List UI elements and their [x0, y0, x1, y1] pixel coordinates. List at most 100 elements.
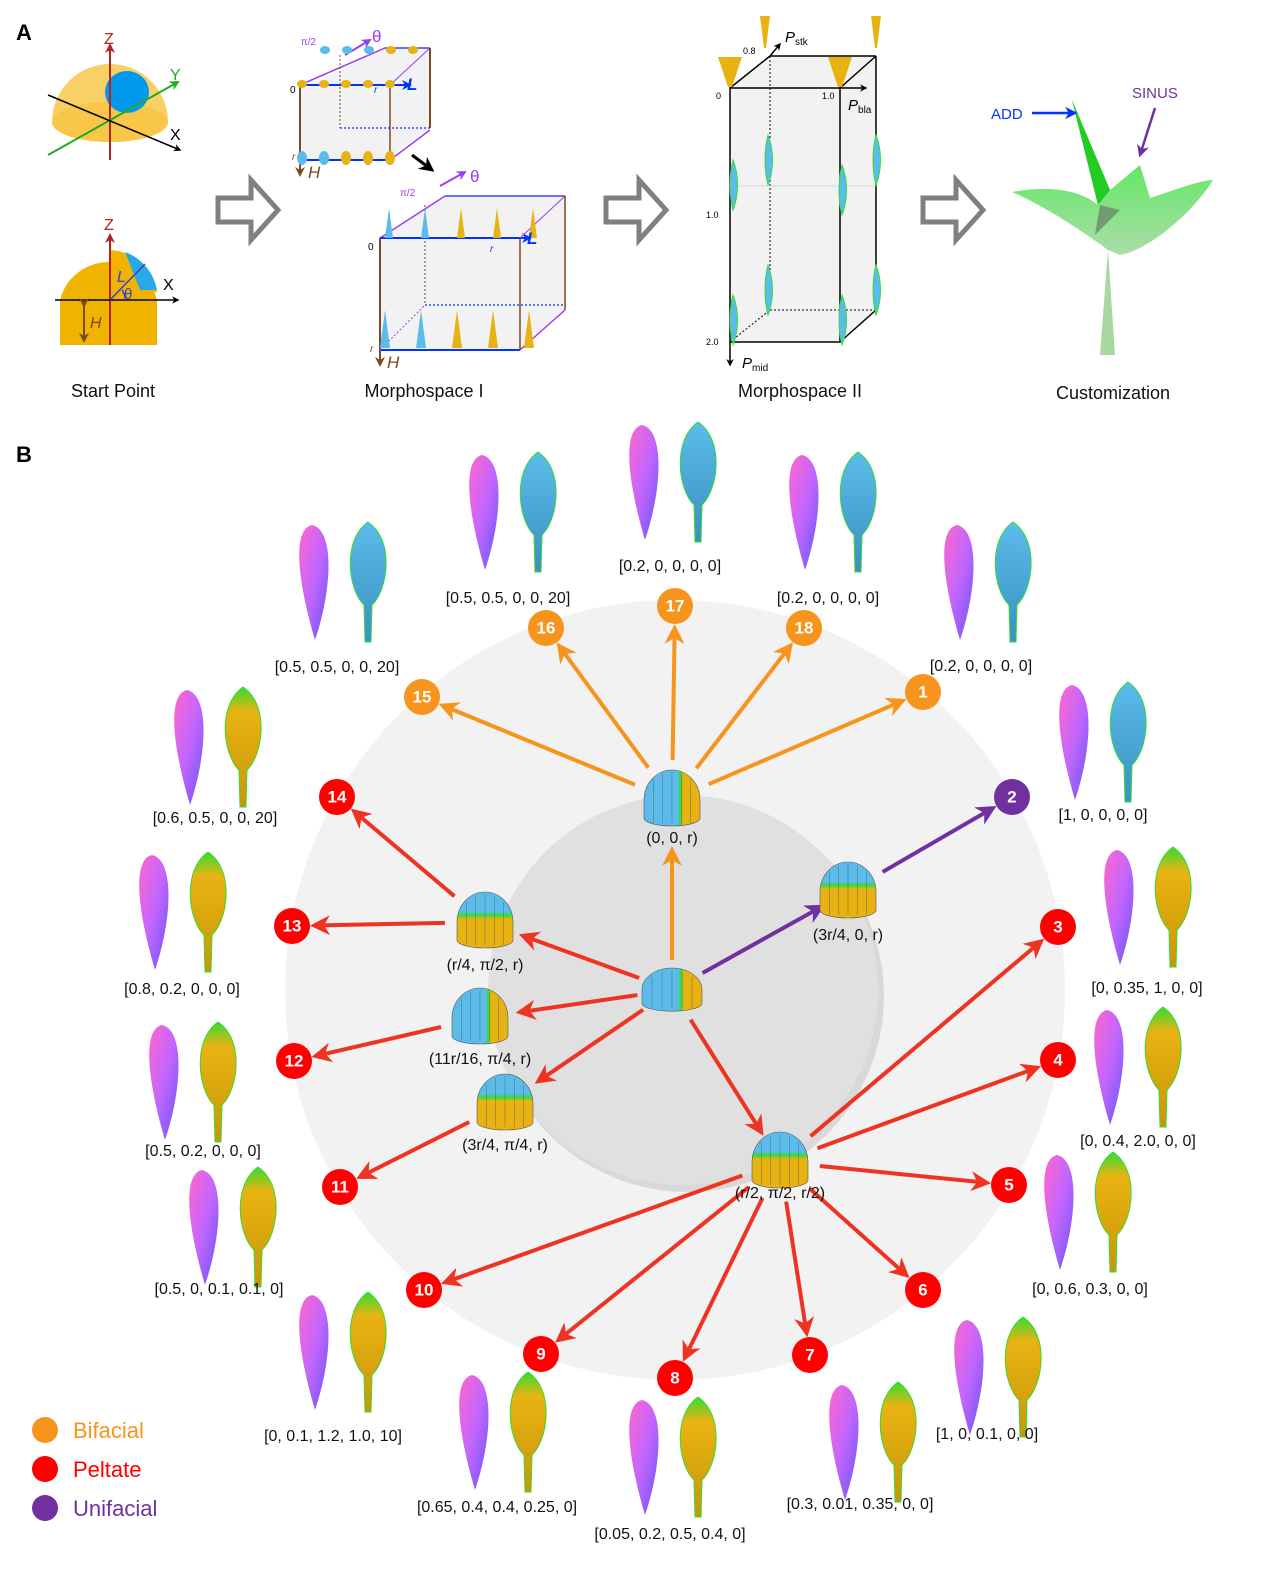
m1-small-tick-r: r: [374, 85, 378, 96]
m1-large-tick-zero: 0: [368, 242, 374, 253]
morphospace-node-nr2: [751, 1131, 809, 1189]
leaf-mesh-render: [1144, 1006, 1182, 1128]
legend-swatch: [32, 1417, 58, 1443]
parameter-vector-12: [0.5, 0.2, 0, 0, 0]: [145, 1143, 261, 1160]
badge-number: 18: [795, 619, 814, 638]
leaf-type-badge-3: 3: [1040, 909, 1076, 945]
morphospace-node-center: [641, 967, 703, 1012]
transition-arrow: [701, 904, 826, 975]
start-point-title: Start Point: [71, 381, 155, 401]
badge-circle: [905, 674, 941, 710]
m1-small-grid-dome: [408, 46, 418, 54]
badge-circle: [276, 1043, 312, 1079]
hollow-arrow-2: [603, 173, 670, 247]
parameter-vector-16: [0.5, 0.5, 0, 0, 20]: [446, 590, 571, 607]
badge-number: 15: [413, 688, 432, 707]
leaf-type-badge-8: 8: [657, 1360, 693, 1396]
badge-number: 1: [918, 683, 927, 702]
leaf-pair-2: [1059, 681, 1147, 803]
leaf-type-badge-11: 11: [322, 1169, 358, 1205]
leaf-pair-12: [149, 1021, 237, 1143]
leaf-type-badge-5: 5: [991, 1167, 1027, 1203]
transition-arrow: [707, 697, 907, 787]
leaf-smooth-render: [469, 455, 499, 570]
node-label: (3r/4, 0, r): [813, 927, 883, 944]
m2-cup-shape: [828, 57, 852, 87]
m1-large-grid-shape: [493, 208, 501, 238]
parameter-vector-10: [0, 0.1, 1.2, 1.0, 10]: [264, 1428, 402, 1445]
leaf-smooth-render: [789, 455, 819, 570]
leaf-mesh-render: [1109, 681, 1147, 803]
badge-circle: [905, 1272, 941, 1308]
m1-large-axis-theta: θ: [470, 167, 479, 186]
leaf-mesh-render: [679, 421, 717, 543]
customized-leaf-model: [1012, 100, 1213, 355]
axis-y-top: Y: [170, 67, 181, 84]
m1-large-grid-shape: [385, 208, 393, 238]
m1-transition-arrow: [411, 153, 435, 172]
badge-circle: [523, 1336, 559, 1372]
leaf-pair-3: [1104, 846, 1192, 968]
parameter-vector-8: [0.05, 0.2, 0.5, 0.4, 0]: [594, 1526, 745, 1543]
axis-x-bottom: X: [163, 277, 174, 294]
transition-arrow: [440, 1173, 744, 1287]
m2-axis-mid: Pmid: [742, 355, 768, 374]
axis-l-bottom: L: [117, 269, 126, 286]
node-label: (r/2, π/2, r/2): [735, 1185, 825, 1202]
m2-leaf-shape: [729, 293, 738, 347]
leaf-smooth-render: [954, 1320, 984, 1435]
leaf-pair-8: [629, 1396, 717, 1518]
leaf-pair-4: [1094, 1006, 1182, 1128]
leaf-type-badge-12: 12: [276, 1043, 312, 1079]
leaf-pair-14: [174, 686, 262, 808]
m2-tick-zero: 0: [716, 91, 721, 101]
leaf-pair-15: [299, 521, 387, 643]
legend-swatch: [32, 1456, 58, 1482]
sinus-arrow: [1137, 107, 1157, 158]
m1-large-tick-r-h: r: [370, 344, 374, 355]
m1-small-grid-dome: [341, 80, 351, 88]
node-label: (r/4, π/2, r): [447, 957, 524, 974]
m2-tick-mid-2: 2.0: [706, 337, 719, 347]
legend-label: Peltate: [73, 1457, 142, 1482]
legend-label: Bifacial: [73, 1418, 144, 1443]
badge-number: 10: [415, 1281, 434, 1300]
leaf-smooth-render: [629, 1400, 659, 1515]
m1-small-grid-dome: [342, 46, 352, 54]
m1-small-grid-dome: [364, 46, 374, 54]
badge-number: 7: [805, 1346, 814, 1365]
customization-title: Customization: [1056, 383, 1170, 403]
badge-number: 4: [1053, 1051, 1063, 1070]
node-label: (0, 0, r): [646, 830, 698, 847]
leaf-smooth-render: [1044, 1155, 1074, 1270]
transition-arrow: [688, 1018, 764, 1136]
badge-circle: [991, 1167, 1027, 1203]
leaf-type-badge-6: 6: [905, 1272, 941, 1308]
m1-small-grid-dome: [363, 80, 373, 88]
leaf-pair-5: [1044, 1151, 1132, 1273]
m1-small-grid-dome: [320, 46, 330, 54]
morphospace-node-n00r: [643, 769, 701, 827]
transition-arrow: [350, 808, 456, 898]
leaf-smooth-render: [1059, 685, 1089, 800]
parameter-vector-7: [0.3, 0.01, 0.35, 0, 0]: [787, 1496, 934, 1513]
transition-arrow: [682, 1197, 765, 1362]
parameter-vector-14: [0.6, 0.5, 0, 0, 20]: [153, 810, 278, 827]
leaf-smooth-render: [299, 525, 329, 640]
leaf-mesh-render: [199, 1021, 237, 1143]
axis-theta-bottom: θ: [124, 286, 132, 303]
leaf-type-badge-10: 10: [406, 1272, 442, 1308]
parameter-vector-2: [1, 0, 0, 0, 0]: [1059, 807, 1148, 824]
badge-circle: [319, 779, 355, 815]
m2-leaf-shape: [872, 133, 881, 187]
morphospace-node-n11r16: [451, 987, 509, 1045]
leaf-pair-18: [789, 451, 877, 573]
badge-circle: [1040, 1042, 1076, 1078]
leaf-mesh-render: [1004, 1316, 1042, 1438]
parameter-vector-5: [0, 0.6, 0.3, 0, 0]: [1032, 1281, 1148, 1298]
leaf-mesh-render: [679, 1396, 717, 1518]
sinus-label: SINUS: [1132, 85, 1178, 102]
badge-circle: [792, 1337, 828, 1373]
leaf-smooth-render: [174, 690, 204, 805]
